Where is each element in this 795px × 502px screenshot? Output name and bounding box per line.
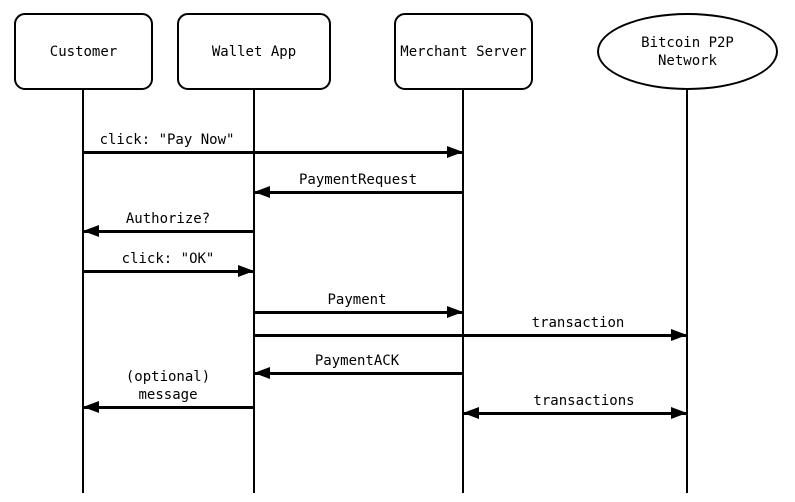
payment-ack-arrow xyxy=(254,372,463,375)
message-label-line: Authorize? xyxy=(125,211,211,227)
message-label-line: PaymentACK xyxy=(314,353,400,369)
click-ok-arrow xyxy=(83,270,254,273)
payment-arrowhead-right xyxy=(447,306,463,318)
click-ok-label: click: "OK" xyxy=(122,250,215,268)
payment-request-arrowhead-left xyxy=(254,186,270,198)
message-label-line: click: "OK" xyxy=(121,251,215,267)
participant-label-customer: Customer xyxy=(50,43,117,61)
optional-message-arrow xyxy=(83,406,254,409)
participant-merchant-server: Merchant Server xyxy=(394,13,533,90)
customer-lifeline xyxy=(82,90,84,493)
participant-label-line: Merchant Server xyxy=(400,43,527,60)
payment-request-arrow xyxy=(254,191,463,194)
payment-ack-arrowhead-left xyxy=(254,367,270,379)
transaction-arrowhead-right xyxy=(671,329,687,341)
participant-label-line: Wallet App xyxy=(211,43,297,60)
authorize-arrow xyxy=(83,230,254,233)
message-label-line: Payment xyxy=(327,292,387,308)
wallet-app-lifeline xyxy=(253,90,255,493)
message-label-line: transaction xyxy=(531,315,625,331)
transaction-label: transaction xyxy=(532,314,625,332)
message-label-line: transactions xyxy=(533,393,635,409)
participant-label-line: Bitcoin P2P xyxy=(641,34,734,51)
click-pay-now-label: click: "Pay Now" xyxy=(100,131,235,149)
participant-customer: Customer xyxy=(14,13,153,90)
payment-arrow xyxy=(254,311,463,314)
message-label-line: PaymentRequest xyxy=(298,172,418,188)
merchant-server-lifeline xyxy=(462,90,464,493)
payment-label: Payment xyxy=(327,291,386,309)
payment-ack-label: PaymentACK xyxy=(315,352,399,370)
participant-wallet-app: Wallet App xyxy=(177,13,331,90)
payment-request-label: PaymentRequest xyxy=(299,171,417,189)
transactions-arrowhead-right xyxy=(671,407,687,419)
bitcoin-p2p-network-lifeline xyxy=(686,90,688,493)
click-pay-now-arrow xyxy=(83,151,463,154)
transactions-label: transactions xyxy=(533,392,634,410)
click-ok-arrowhead-right xyxy=(238,265,254,277)
participant-label-merchant-server: Merchant Server xyxy=(400,43,526,61)
transactions-arrowhead-left xyxy=(463,407,479,419)
optional-message-label: (optional) message xyxy=(126,368,210,404)
participant-label-line: Network xyxy=(657,52,717,69)
optional-message-arrowhead-left xyxy=(83,401,99,413)
transactions-arrow xyxy=(463,412,687,415)
message-label-line: message xyxy=(138,387,198,403)
participant-label-line: Customer xyxy=(49,43,118,60)
authorize-arrowhead-left xyxy=(83,225,99,237)
message-label-line: (optional) xyxy=(125,369,211,385)
click-pay-now-arrowhead-right xyxy=(447,146,463,158)
participant-label-wallet-app: Wallet App xyxy=(212,43,296,61)
authorize-label: Authorize? xyxy=(126,210,210,228)
message-label-line: click: "Pay Now" xyxy=(99,132,235,148)
transaction-arrow xyxy=(254,334,687,337)
